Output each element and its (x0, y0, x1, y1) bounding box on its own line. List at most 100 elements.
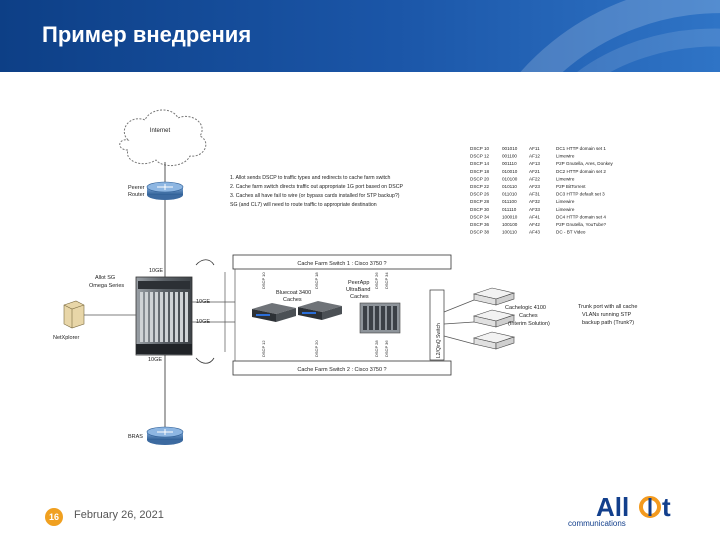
cachelogic-label-1: Cachelogic 4100 (505, 305, 546, 311)
slide-date: February 26, 2021 (74, 509, 164, 521)
redirect-arrow-bottom (195, 357, 215, 364)
dscp-cell: AF33 (529, 207, 540, 212)
dscp-cell: 011010 (502, 192, 517, 197)
network-diagram: Internet Peerer Router 1. Allot sends DS… (53, 109, 637, 445)
internet-cloud-icon (119, 109, 207, 166)
netxplorer-label: NetXplorer (53, 335, 79, 341)
dscp-cell: 011100 (502, 199, 517, 204)
dscp-cell: DSCP 26 (470, 192, 490, 197)
allot-logo-t: t (662, 492, 671, 522)
netxplorer-server-icon (63, 300, 85, 329)
port-label: DSCP 34 (384, 272, 389, 289)
switch-2-label: Cache Farm Switch 2 : Cisco 3750 ? (297, 367, 386, 373)
peerapp-label-2: UltraBand (346, 287, 370, 293)
dscp-cell: DSCP 10 (470, 146, 490, 151)
bras-label: BRAS (128, 434, 143, 440)
port-labels-top: DSCP 10 DSCP 18 DSCP 26 DSCP 34 (261, 272, 389, 289)
port-label: DSCP 28 (374, 340, 379, 357)
dscp-cell: AF21 (529, 169, 540, 174)
dscp-cell: 010110 (502, 184, 517, 189)
switch-1-label: Cache Farm Switch 1 : Cisco 3750 ? (297, 261, 386, 267)
trunk-note-2: VLANs running STP (582, 312, 632, 318)
cachelogic-link-2 (443, 321, 475, 325)
dscp-cell: DC4 HTTP domain set 4 (556, 214, 606, 219)
port-label: DSCP 36 (384, 340, 389, 357)
dscp-cell: DSCP 38 (470, 230, 490, 235)
dscp-cell: DSCP 12 (470, 154, 490, 159)
dscp-cell: DSCP 18 (470, 169, 490, 174)
internet-label: Internet (150, 128, 171, 134)
cache-farm-switch-2: Cache Farm Switch 2 : Cisco 3750 ? (232, 360, 452, 376)
bluecoat-label-2: Caches (283, 297, 302, 303)
dscp-cell: DSCP 34 (470, 214, 490, 219)
dscp-cell: P2P Gnutella, Ares, Donkey (556, 161, 614, 166)
bluecoat-cache-icon (252, 301, 342, 322)
port-label: DSCP 20 (314, 340, 319, 357)
port-label: DSCP 26 (374, 272, 379, 289)
cachelogic-link-3 (443, 335, 475, 345)
dscp-cell: DSCP 14 (470, 161, 490, 166)
peerapp-cache-icon (359, 302, 401, 334)
cachelogic-label-2: Caches (519, 313, 538, 319)
cachelogic-label-3: (Interim Solution) (508, 321, 550, 327)
port-label: DSCP 12 (261, 340, 266, 357)
redirect-arrow-top (195, 259, 215, 266)
allot-sg-label-2: Omega Series (89, 283, 124, 289)
dscp-cell: AF41 (529, 214, 540, 219)
trunk-note-1: Trunk port with all cache (578, 304, 637, 310)
l2-switch-label: L2/QinQ Switch (436, 323, 442, 358)
peer-router-label-1: Peerer (128, 185, 145, 191)
allot-sg-label-1: Allot SG (95, 275, 115, 281)
dscp-cell: AF12 (529, 154, 540, 159)
page-number: 16 (45, 508, 63, 526)
port-label: DSCP 10 (261, 272, 266, 289)
dscp-cell: DC2 HTTP domain set 2 (556, 169, 606, 174)
allot-logo-text: All (596, 492, 629, 522)
bras-router-icon (146, 426, 184, 445)
dscp-cell: 010010 (502, 169, 518, 174)
dscp-cell: Limewire (556, 176, 575, 181)
dscp-cell: DSCP 36 (470, 222, 490, 227)
dscp-cell: AF32 (529, 199, 540, 204)
dscp-cell: AF31 (529, 192, 540, 197)
allot-logo: All t communications (568, 492, 671, 528)
dscp-cell: Limewire (556, 207, 575, 212)
trunk-note-3: backup path (Trunk?) (582, 320, 634, 326)
dscp-cell: DSCP 28 (470, 199, 490, 204)
deployment-steps: 1. Allot sends DSCP to traffic types and… (230, 175, 403, 208)
bluecoat-label-1: Bluecoat 3400 (276, 290, 311, 296)
peer-router-label-2: Router (128, 192, 145, 198)
dscp-cell: 100110 (502, 230, 517, 235)
dscp-cell: AF42 (529, 222, 540, 227)
dscp-cell: 100100 (502, 222, 518, 227)
link-label-bottom: 10GE (148, 357, 162, 363)
peerapp-label-1: PeerApp (348, 280, 369, 286)
dscp-cell: AF43 (529, 230, 540, 235)
dscp-cell: DSCP 20 (470, 176, 490, 181)
dscp-cell: 001110 (502, 161, 517, 166)
peer-router-icon (146, 181, 184, 200)
step-3: 3. Caches all have fail to wire (or bypa… (230, 193, 400, 199)
dscp-cell: Limewire (556, 199, 575, 204)
dscp-cell: 010100 (502, 176, 518, 181)
port-label: DSCP 18 (314, 272, 319, 289)
dscp-cell: AF11 (529, 146, 540, 151)
port-labels-bottom: DSCP 12 DSCP 20 DSCP 28 DSCP 36 (261, 340, 389, 357)
allot-sg-chassis-icon (135, 276, 193, 356)
dscp-cell: Limewire (556, 154, 575, 159)
cachelogic-cache-icon (472, 287, 516, 350)
dscp-cell: DC3 HTTP default set 3 (556, 192, 605, 197)
dscp-cell: 001010 (502, 146, 518, 151)
dscp-cell: DSCP 30 (470, 207, 490, 212)
dscp-cell: DC - BT Video (556, 230, 586, 235)
peerapp-label-3: Caches (350, 294, 369, 300)
step-2: 2. Cache farm switch directs traffic out… (230, 184, 403, 190)
step-4: SG (and CL7) will need to route traffic … (230, 202, 377, 208)
cache-farm-switch-1: Cache Farm Switch 1 : Cisco 3750 ? (232, 254, 452, 270)
dscp-cell: 011110 (502, 207, 517, 212)
header-swoosh-decoration (520, 0, 720, 72)
dscp-cell: AF23 (529, 184, 540, 189)
slide-title: Пример внедрения (42, 22, 252, 47)
dscp-cell: AF13 (529, 161, 540, 166)
